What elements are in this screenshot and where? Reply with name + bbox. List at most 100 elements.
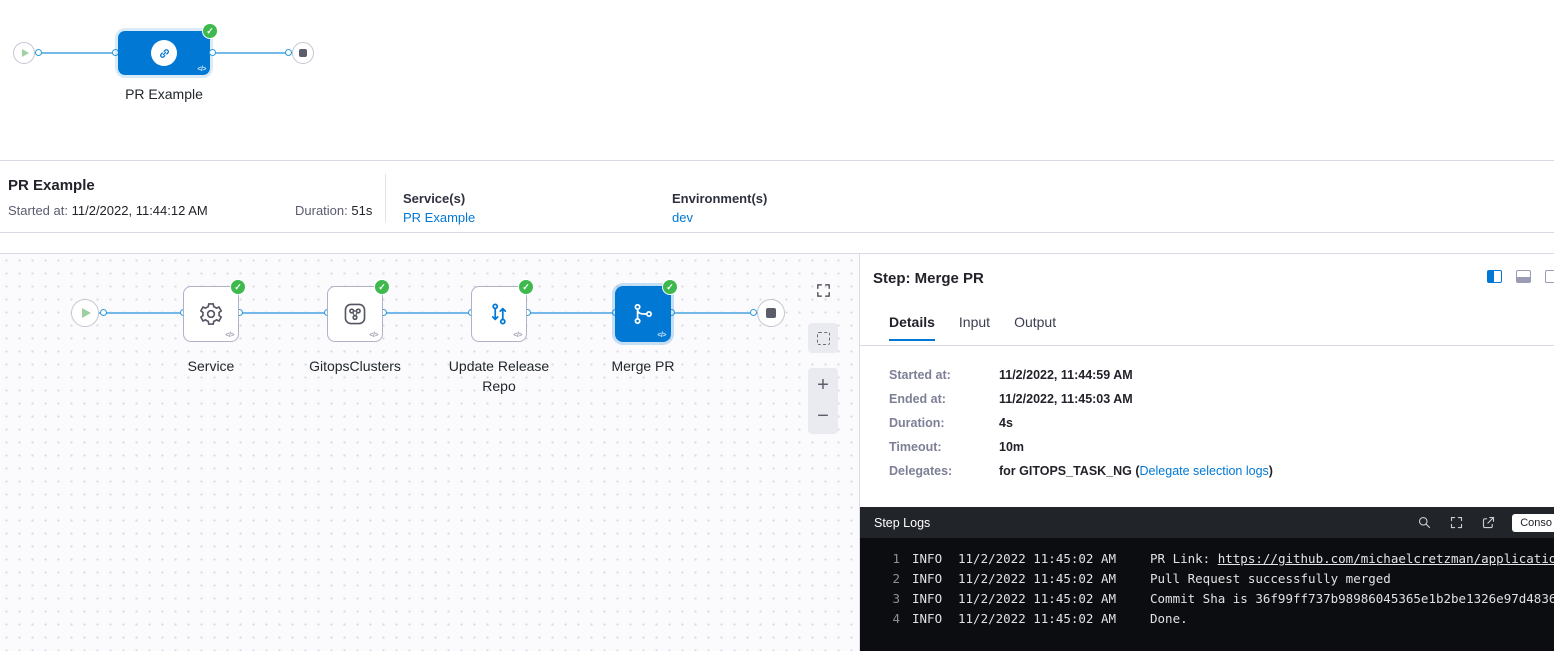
- environments-label: Environment(s): [672, 191, 768, 206]
- detail-row: Timeout: 10m: [889, 435, 1273, 459]
- detail-value: 4s: [999, 416, 1013, 430]
- step-label: Merge PR: [611, 358, 675, 374]
- tab-output[interactable]: Output: [1014, 314, 1057, 330]
- graph-edge: [527, 312, 615, 314]
- started-at-label: Started at:: [8, 203, 68, 218]
- graph-edge: [210, 52, 292, 54]
- step-node-merge-pr[interactable]: ✓ </>: [615, 279, 678, 342]
- step-node-update-release-repo[interactable]: ✓ </>: [471, 279, 534, 342]
- marquee-select-button[interactable]: [808, 323, 838, 353]
- console-view-button[interactable]: Conso: [1512, 513, 1554, 532]
- tab-details[interactable]: Details: [889, 314, 935, 341]
- gear-icon: [199, 303, 223, 325]
- log-line-number: 1: [892, 551, 900, 566]
- detail-label: Ended at:: [889, 392, 946, 406]
- main-area: ✓ </> Service ✓ </> GitopsClusters: [0, 253, 1554, 651]
- log-level: INFO: [912, 551, 943, 566]
- edge-connector-dot: [750, 309, 757, 316]
- stop-icon: [299, 49, 307, 57]
- log-message: Pull Request successfully merged: [1150, 571, 1391, 586]
- detail-label: Started at:: [889, 368, 951, 382]
- log-open-new-tab-button[interactable]: [1480, 515, 1496, 531]
- success-check-icon: ✓: [662, 279, 678, 295]
- success-check-icon: ✓: [230, 279, 246, 295]
- panel-layout-switcher: [1487, 270, 1554, 283]
- detail-value: 11/2/2022, 11:44:59 AM: [999, 368, 1133, 382]
- step-details-table: Started at: 11/2/2022, 11:44:59 AM Ended…: [889, 363, 1273, 483]
- delegates-prefix: for GITOPS_TASK_NG (: [999, 464, 1140, 478]
- link-icon: [151, 40, 177, 66]
- step-node-gitopsclusters[interactable]: ✓ </>: [327, 279, 390, 342]
- log-message: PR Link: https://github.com/michaelcretz…: [1150, 551, 1554, 566]
- services-link[interactable]: PR Example: [403, 210, 476, 225]
- code-glyph-icon: </>: [369, 332, 378, 339]
- detail-label: Duration:: [889, 416, 945, 430]
- log-line: 3 INFO 11/2/2022 11:45:02 AM Commit Sha is …: [872, 589, 1554, 609]
- zoom-control-group: [808, 368, 838, 434]
- duration-meta: Duration: 51s: [295, 203, 372, 218]
- duration-label: Duration:: [295, 203, 348, 218]
- git-sync-icon: [491, 303, 507, 325]
- log-line-number: 4: [892, 611, 900, 626]
- log-search-button[interactable]: [1416, 515, 1432, 531]
- detail-value: 11/2/2022, 11:45:03 AM: [999, 392, 1133, 406]
- code-glyph-icon: </>: [225, 332, 234, 339]
- delegates-suffix: ): [1268, 464, 1273, 478]
- graph-end-node: [757, 299, 785, 327]
- code-glyph-icon: </>: [513, 332, 522, 339]
- edge-connector-dot: [100, 309, 107, 316]
- log-line-number: 3: [892, 591, 900, 606]
- pipeline-end-node: [292, 42, 314, 64]
- tabs-divider: [860, 345, 1554, 346]
- started-at-meta: Started at: 11/2/2022, 11:44:12 AM: [8, 203, 208, 218]
- step-details-panel: Step: Merge PR Details Input Output Star…: [860, 254, 1554, 651]
- log-message: Commit Sha is 36f99ff737b98986045365e1b2…: [1150, 591, 1554, 606]
- graph-edge: [35, 52, 118, 54]
- fullscreen-icon: [1450, 516, 1462, 529]
- external-link-icon: [1482, 516, 1494, 529]
- log-timestamp: 11/2/2022 11:45:02 AM: [958, 591, 1117, 606]
- graph-edge: [671, 312, 757, 314]
- search-icon: [1418, 516, 1430, 529]
- environments-link[interactable]: dev: [672, 210, 693, 225]
- layout-split-vertical-icon[interactable]: [1487, 270, 1502, 283]
- step-node-service[interactable]: ✓ </>: [183, 279, 246, 342]
- tab-input[interactable]: Input: [958, 314, 991, 330]
- zoom-out-button[interactable]: −: [817, 404, 829, 427]
- git-merge-icon: [634, 303, 652, 325]
- detail-label: Delegates:: [889, 464, 953, 478]
- log-timestamp: 11/2/2022 11:45:02 AM: [958, 611, 1117, 626]
- layout-split-horizontal-icon[interactable]: [1516, 270, 1531, 283]
- detail-value: 10m: [999, 440, 1025, 454]
- execution-graph-canvas[interactable]: ✓ </> Service ✓ </> GitopsClusters: [0, 254, 860, 651]
- delegate-selection-logs-link[interactable]: Delegate selection logs: [1139, 464, 1269, 478]
- log-level: INFO: [912, 571, 943, 586]
- success-check-icon: ✓: [518, 279, 534, 295]
- detail-label: Timeout:: [889, 440, 942, 454]
- stage-node-pr-example[interactable]: ✓ </>: [118, 23, 218, 75]
- success-check-icon: ✓: [374, 279, 390, 295]
- log-message-text: PR Link:: [1150, 551, 1218, 566]
- fit-to-screen-button[interactable]: [808, 275, 838, 305]
- step-label: GitopsClusters: [309, 358, 401, 374]
- step-logs-header: Step Logs Conso: [860, 507, 1554, 538]
- layout-right-panel-icon[interactable]: [1545, 270, 1554, 283]
- zoom-in-button[interactable]: +: [817, 373, 829, 396]
- log-line-number: 2: [892, 571, 900, 586]
- log-pr-link[interactable]: https://github.com/michaelcretzman/appli…: [1217, 551, 1554, 566]
- step-tabs: Details Input Output: [889, 314, 1056, 341]
- graph-edge: [239, 312, 327, 314]
- success-check-icon: ✓: [202, 23, 218, 39]
- graph-edge: [383, 312, 471, 314]
- log-fullscreen-button[interactable]: [1448, 515, 1464, 531]
- services-label: Service(s): [403, 191, 466, 206]
- edge-connector-dot: [35, 49, 42, 56]
- detail-row-delegates: Delegates: for GITOPS_TASK_NG (Delegate …: [889, 459, 1273, 483]
- graph-edge: [99, 312, 183, 314]
- log-level: INFO: [912, 591, 943, 606]
- duration-value: 51s: [351, 203, 373, 218]
